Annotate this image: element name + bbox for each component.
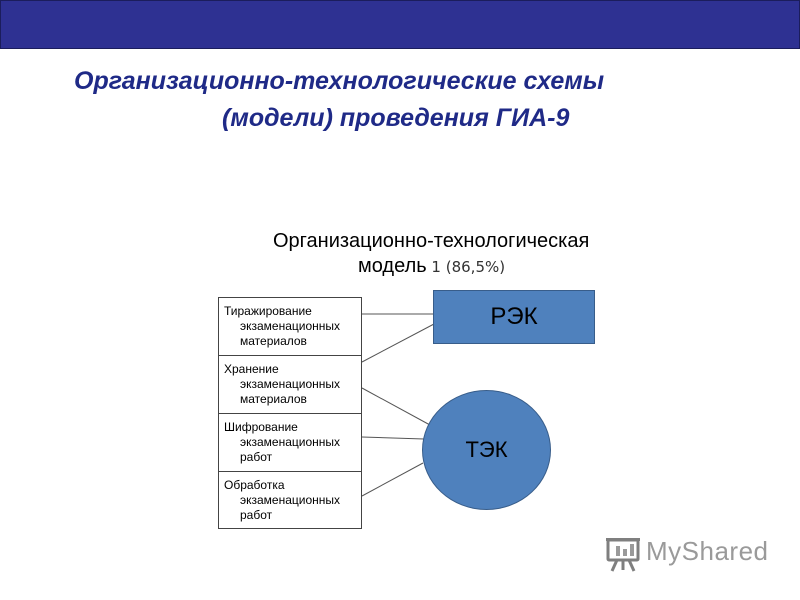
rek-label: РЭК: [490, 303, 538, 330]
model-caption-share: 1 (86,5%): [426, 258, 506, 276]
function-cell-encryption: Шифрование экзаменационных работ: [219, 414, 361, 472]
function-cell-line: материалов: [240, 392, 307, 406]
functions-table: Тиражирование экзаменационных материалов…: [218, 297, 362, 529]
header-bar: [0, 0, 800, 49]
tek-node: ТЭК: [422, 390, 551, 510]
model-caption-line-2: модель 1 (86,5%): [358, 253, 505, 280]
watermark: MyShared: [606, 534, 769, 574]
rek-node: РЭК: [433, 290, 595, 344]
slide-title-line-1: Организационно-технологические схемы: [74, 67, 605, 95]
function-cell-line: экзаменационных: [240, 377, 341, 391]
function-cell-line: Шифрование: [224, 420, 298, 434]
function-cell-line: работ: [240, 450, 273, 464]
function-cell-line: материалов: [240, 334, 307, 348]
function-cell-storage: Хранение экзаменационных материалов: [219, 356, 361, 414]
presentation-board-icon: [606, 538, 640, 572]
function-cell-replication: Тиражирование экзаменационных материалов: [219, 298, 361, 356]
function-cell-line: Тиражирование: [224, 304, 312, 318]
function-cell-line: Обработка: [224, 478, 285, 492]
function-cell-line: экзаменационных: [240, 435, 341, 449]
function-cell-line: экзаменационных: [240, 319, 341, 333]
function-cell-line: Хранение: [224, 362, 279, 376]
slide-title-line-2: (модели) проведения ГИА-9: [222, 104, 570, 132]
watermark-text: MyShared: [646, 536, 769, 566]
edge-processing-to-tek: [361, 462, 424, 497]
function-cell-line: экзаменационных: [240, 493, 341, 507]
model-caption-word: модель: [358, 255, 427, 277]
function-cell-line: работ: [240, 508, 273, 522]
model-caption-line-1: Организационно-технологическая: [273, 230, 590, 252]
edge-storage-to-tek: [361, 387, 431, 426]
edge-storage-to-rek: [361, 323, 435, 363]
edge-encryption-to-tek: [361, 436, 425, 440]
tek-label: ТЭК: [465, 437, 508, 462]
function-cell-processing: Обработка экзаменационных работ: [219, 472, 361, 528]
